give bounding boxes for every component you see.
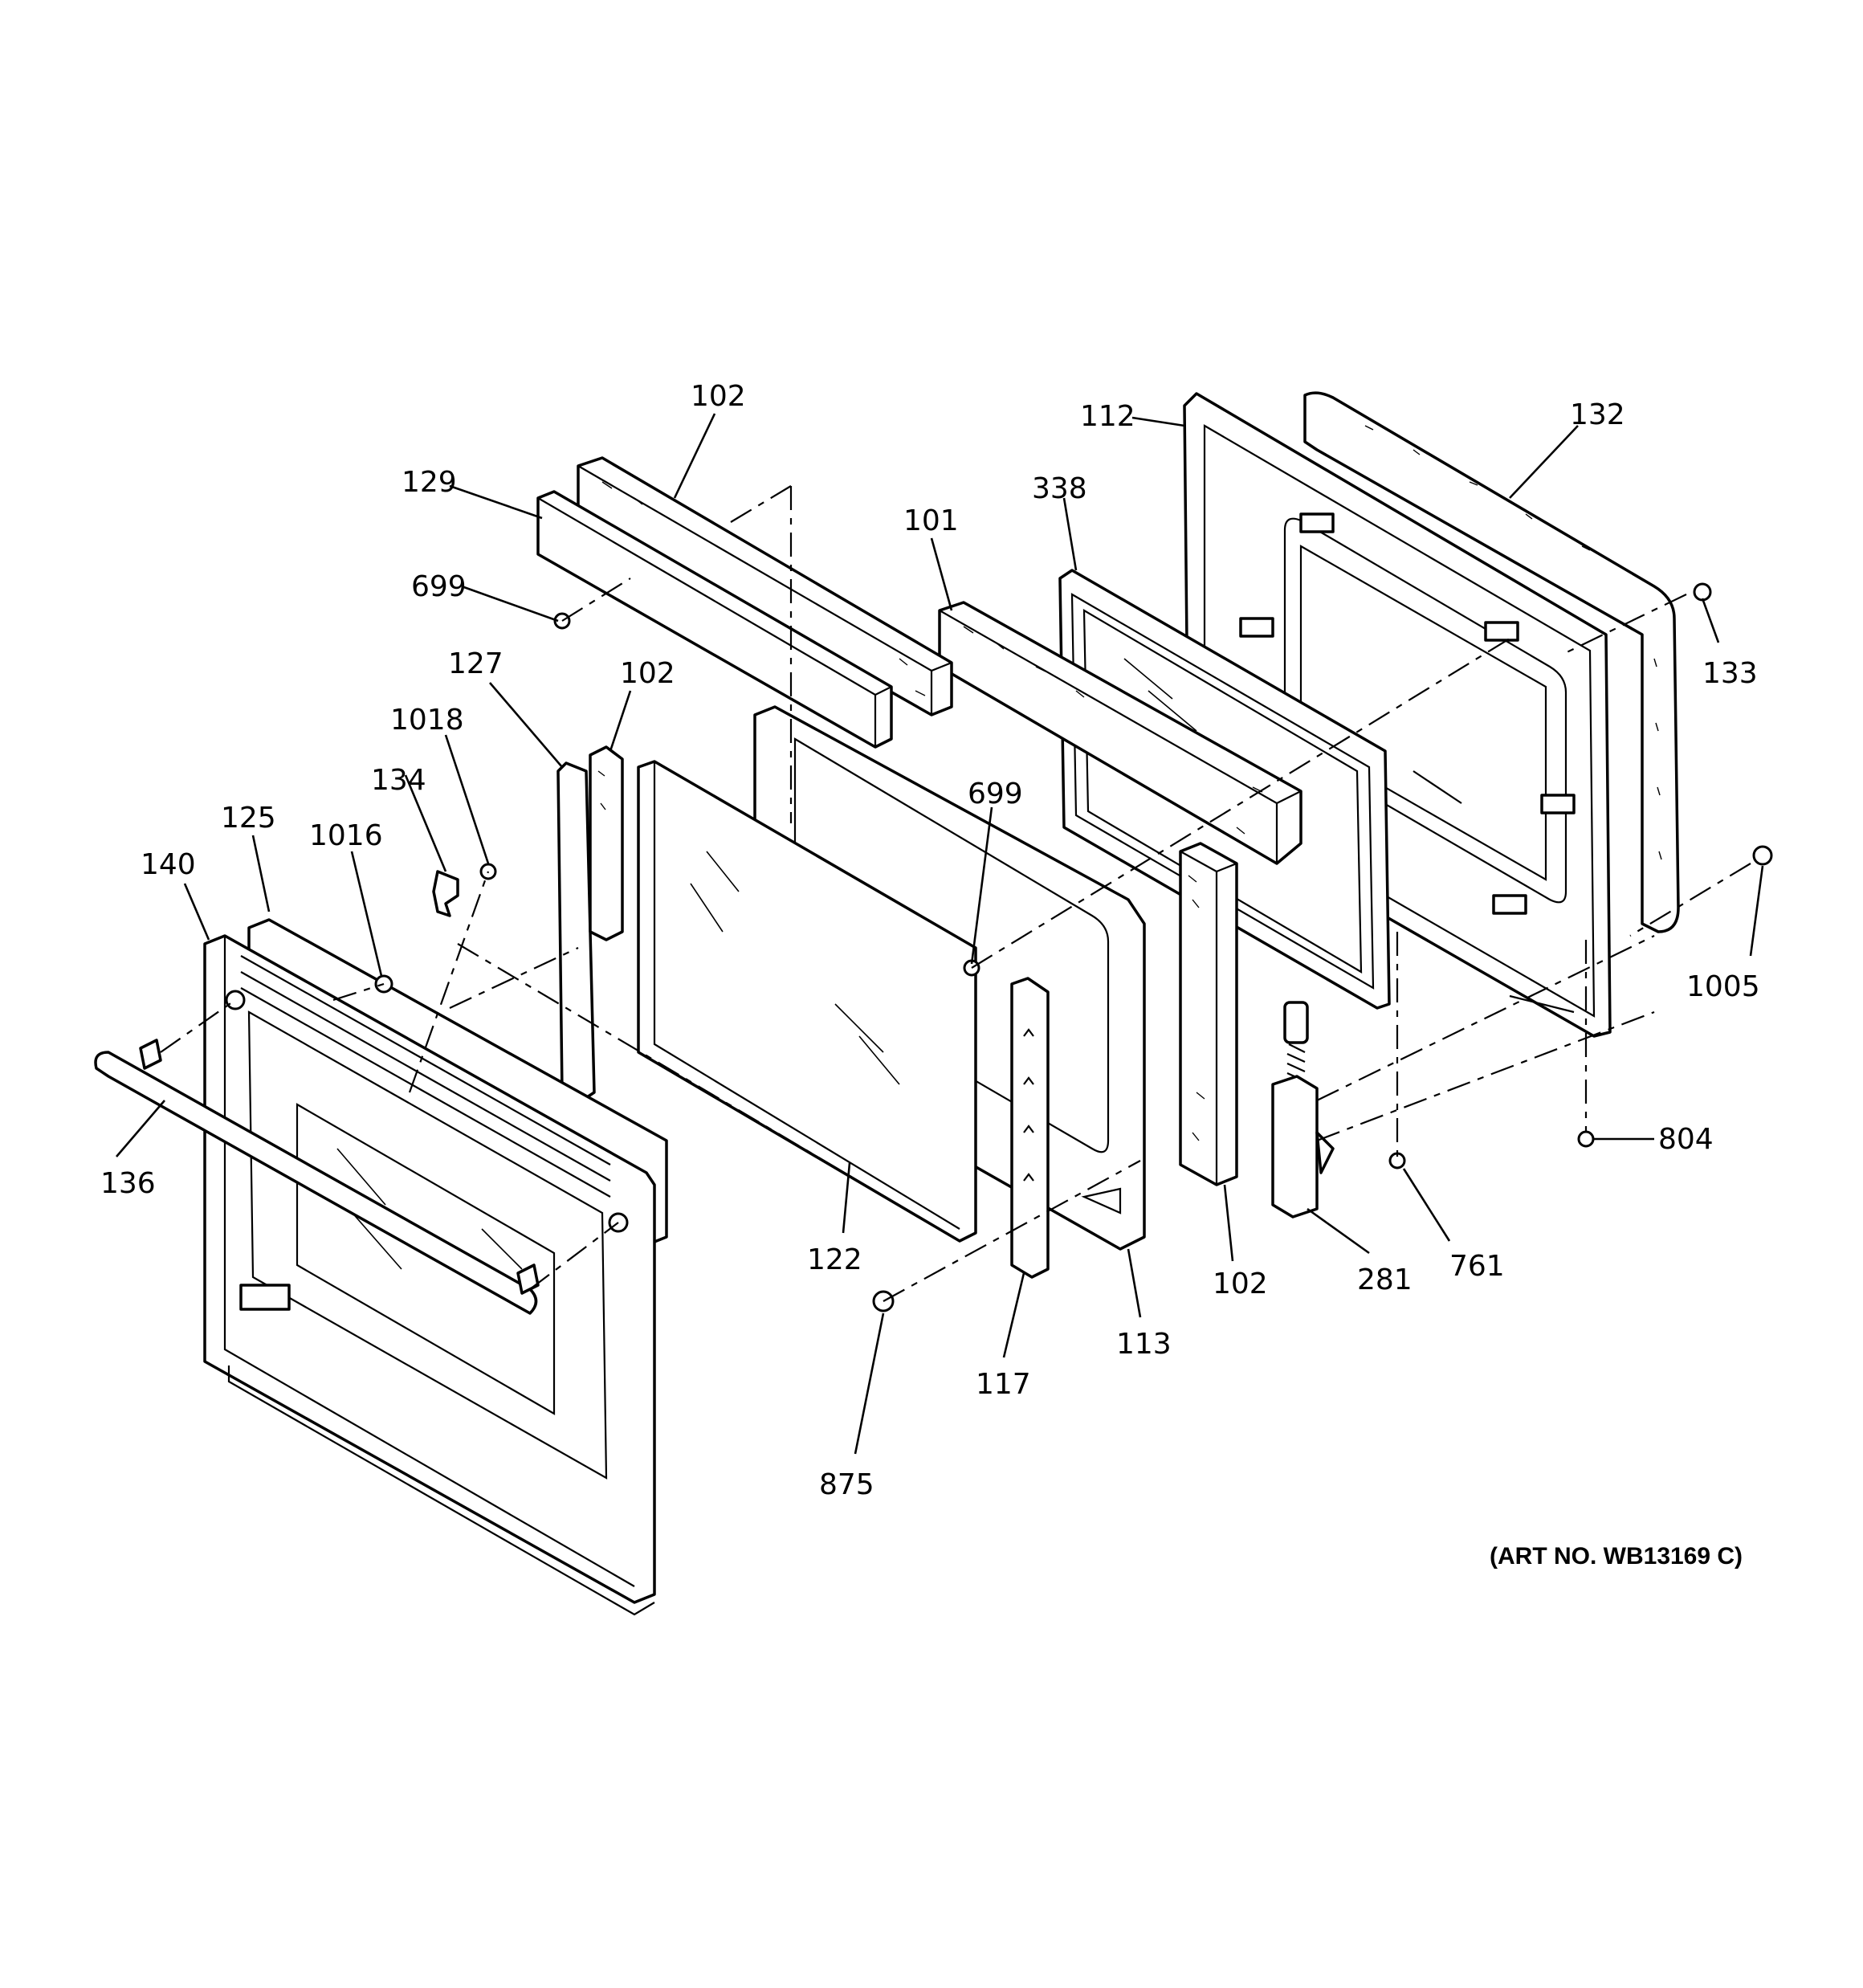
callout-804: 804 (1658, 1123, 1714, 1156)
screw-1005-icon (1752, 845, 1773, 866)
callout-125: 125 (221, 802, 276, 835)
screw-133-icon (1693, 582, 1712, 602)
callout-117: 117 (976, 1368, 1031, 1401)
callout-699-mid: 699 (968, 778, 1023, 810)
callout-132: 132 (1570, 398, 1625, 431)
art-number: (ART NO. WB13169 C) (1490, 1543, 1743, 1570)
callout-281: 281 (1357, 1263, 1413, 1296)
hinge-channel-117 (1010, 977, 1050, 1279)
callout-113: 113 (1116, 1328, 1172, 1361)
callout-127: 127 (448, 647, 503, 680)
channel-129 (536, 490, 893, 749)
callout-136: 136 (100, 1167, 156, 1200)
callout-875: 875 (819, 1468, 874, 1501)
callout-699-top: 699 (411, 570, 467, 603)
alignment-lines (160, 485, 1751, 1302)
hinge-281 (1271, 1001, 1335, 1219)
callout-133: 133 (1702, 657, 1758, 690)
insulation-strip-102-right (1179, 842, 1238, 1186)
inner-door-panel-112 (1183, 392, 1612, 1038)
screw-804-icon (1577, 1130, 1595, 1148)
callout-140: 140 (141, 848, 196, 881)
insulation-strip-102-left (589, 745, 624, 941)
callout-102-top: 102 (691, 380, 746, 413)
callout-761: 761 (1449, 1250, 1505, 1283)
door-gasket-132 (1303, 391, 1680, 933)
callout-102-left: 102 (620, 657, 675, 690)
callout-101: 101 (903, 504, 959, 537)
callout-134: 134 (371, 764, 426, 797)
callout-labels: 102 129 699 112 132 338 101 133 127 102 … (100, 380, 1760, 1501)
callout-129: 129 (402, 466, 457, 499)
outer-door-140 (203, 934, 656, 1616)
callout-1005: 1005 (1686, 970, 1760, 1003)
insulation-strip-102-top (577, 456, 953, 716)
callout-leaders (116, 413, 1764, 1455)
glass-pane-122 (637, 760, 977, 1243)
callout-102-right: 102 (1213, 1268, 1268, 1300)
callout-1016: 1016 (309, 819, 383, 852)
callout-338: 338 (1032, 472, 1087, 505)
callout-1018: 1018 (390, 704, 464, 737)
callout-112: 112 (1080, 400, 1135, 433)
clip-134-icon (432, 870, 459, 917)
callout-122: 122 (807, 1243, 862, 1276)
